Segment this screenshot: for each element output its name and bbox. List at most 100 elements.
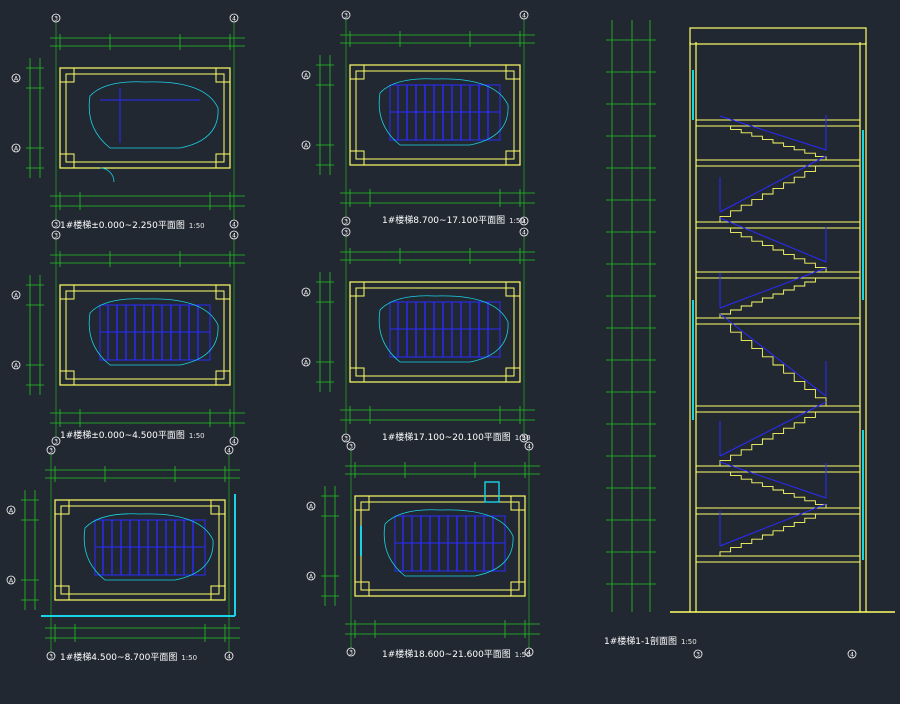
stair-flights <box>389 301 501 358</box>
stair-flights <box>94 519 206 576</box>
column <box>510 495 526 511</box>
axis-marker-label: 4 <box>227 448 231 455</box>
axis-marker-circle <box>341 433 351 443</box>
stair-flights <box>389 84 501 141</box>
stair-flight-section <box>720 125 827 160</box>
floor-slab <box>695 221 861 229</box>
column <box>505 150 521 166</box>
axis-marker-label: A <box>9 578 14 585</box>
axis-marker-label: 4 <box>232 16 236 23</box>
axis-marker-label: 3 <box>344 436 348 443</box>
column <box>349 64 365 80</box>
axis-marker: 4 <box>229 436 239 446</box>
column <box>210 585 226 601</box>
plan-scale: 1:50 <box>514 434 531 442</box>
stair-handrail-section <box>719 115 827 151</box>
axis-marker: A <box>306 501 316 511</box>
axis-marker-label: A <box>14 293 19 300</box>
stair-handrail-section <box>719 461 827 499</box>
axis-marker: A <box>11 290 21 300</box>
axis-marker-label: 3 <box>54 439 58 446</box>
axis-marker-label: 3 <box>54 16 58 23</box>
plan-title-text: 1#楼梯18.600~21.600平面图 <box>382 650 511 660</box>
wall-inner <box>355 287 515 377</box>
stair-handrail-section <box>719 155 827 213</box>
fire-zone-outline <box>383 509 514 577</box>
axis-marker: 4 <box>229 13 239 23</box>
stair-flight-section <box>719 277 826 318</box>
axis-marker-circle <box>229 219 239 229</box>
axis-marker: 4 <box>519 227 529 237</box>
door-swing <box>99 167 115 183</box>
axis-marker: 3 <box>46 445 56 455</box>
axis-marker-label: 3 <box>696 652 700 659</box>
stair-handrail-section <box>719 313 827 397</box>
axis-marker-label: A <box>304 143 309 150</box>
column <box>215 284 231 300</box>
axis-marker-circle <box>693 649 703 659</box>
axis-marker-label: 3 <box>349 444 353 451</box>
axis-marker-circle <box>11 290 21 300</box>
plan-title-text: 1#楼梯17.100~20.100平面图 <box>382 433 511 443</box>
axis-marker-circle <box>524 441 534 451</box>
plan-scale: 1:50 <box>181 654 198 662</box>
axis-marker-circle <box>301 357 311 367</box>
plan-title-text: 1#楼梯4.500~8.700平面图 <box>60 653 178 663</box>
window-glass <box>484 481 500 503</box>
fire-zone-outline <box>378 78 509 146</box>
axis-marker: A <box>306 571 316 581</box>
plan-scale: 1:50 <box>188 432 205 440</box>
axis-marker-circle <box>519 227 529 237</box>
axis-marker-circle <box>229 13 239 23</box>
axis-marker: 4 <box>224 445 234 455</box>
axis-marker-label: 4 <box>527 444 531 451</box>
axis-marker-circle <box>341 227 351 237</box>
wall-inner <box>65 73 225 163</box>
stair-handrail-section <box>719 401 827 457</box>
section-roof <box>689 27 867 45</box>
axis-marker: 4 <box>847 649 857 659</box>
axis-marker: 3 <box>693 649 703 659</box>
wall-outer <box>54 499 226 601</box>
column <box>59 284 75 300</box>
axis-marker: 3 <box>341 433 351 443</box>
axis-marker-label: 3 <box>49 654 53 661</box>
wall-inner <box>60 505 220 595</box>
floor-slab <box>695 271 861 279</box>
axis-marker-label: 4 <box>227 654 231 661</box>
axis-marker: 3 <box>51 230 61 240</box>
axis-marker: 3 <box>341 216 351 226</box>
fire-zone-outline <box>378 295 509 363</box>
column <box>354 495 370 511</box>
axis-marker-label: 3 <box>344 230 348 237</box>
column <box>215 153 231 169</box>
wall-inner <box>360 501 520 591</box>
axis-marker-circle <box>847 649 857 659</box>
axis-marker-circle <box>224 651 234 661</box>
axis-marker: 3 <box>51 436 61 446</box>
column <box>349 281 365 297</box>
stair-flight-section <box>720 323 827 406</box>
stair-flight-section <box>719 165 826 222</box>
axis-marker-circle <box>301 140 311 150</box>
axis-marker-circle <box>306 501 316 511</box>
column <box>59 153 75 169</box>
floor-slab <box>695 555 861 563</box>
axis-marker-label: A <box>304 73 309 80</box>
axis-marker-label: A <box>309 574 314 581</box>
stair-flight-section <box>720 227 827 272</box>
axis-marker-label: 4 <box>527 650 531 657</box>
plan-scale: 1:50 <box>509 217 525 225</box>
axis-marker-label: 3 <box>54 233 58 240</box>
axis-marker: 3 <box>341 227 351 237</box>
fire-zone-outline <box>88 81 219 149</box>
floor-slab <box>695 405 861 413</box>
axis-marker-circle <box>229 436 239 446</box>
axis-marker-label: 3 <box>349 650 353 657</box>
